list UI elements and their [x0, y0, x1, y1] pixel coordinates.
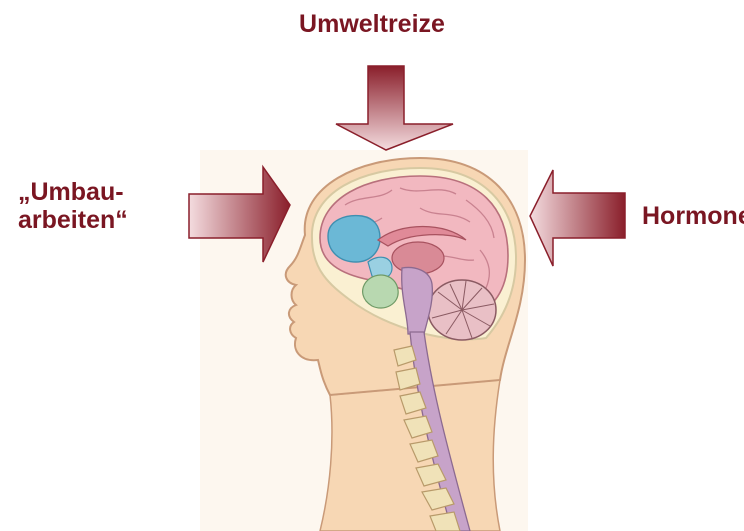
- arrow-down: [336, 66, 453, 150]
- arrow-left: [530, 170, 625, 266]
- limbic-frontal: [328, 216, 380, 262]
- pituitary-region: [363, 275, 399, 308]
